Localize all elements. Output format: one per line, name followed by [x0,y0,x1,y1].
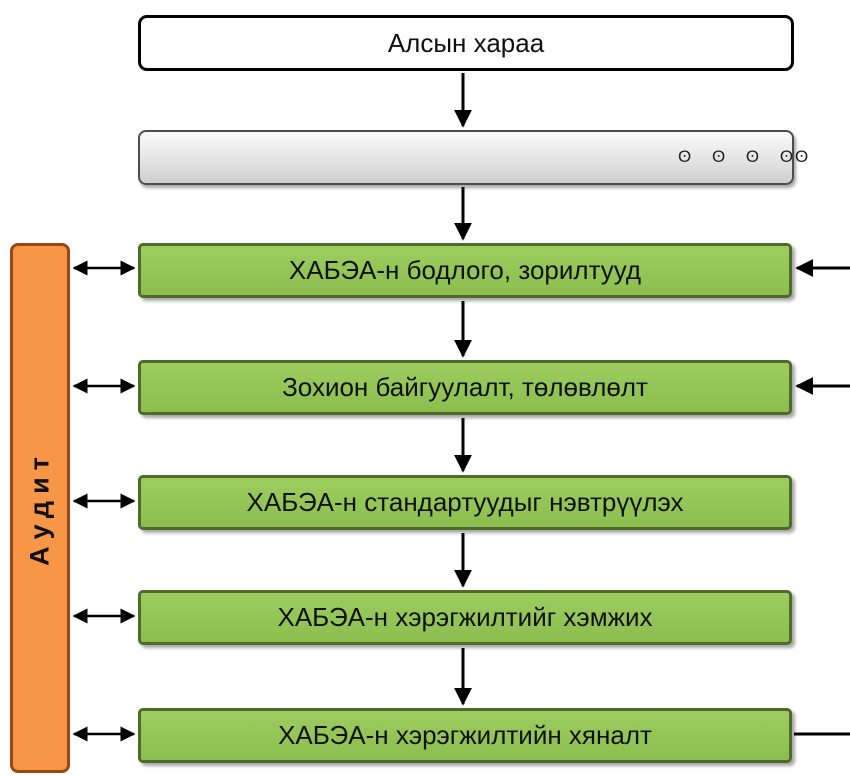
step-label-policy: ХАБЭА-н бодлого, зорилтууд [288,255,642,285]
step-label-standards: ХАБЭА-н стандартуудыг нэвтрүүлэх [246,487,684,517]
step-label-measure: ХАБЭА-н хэрэгжилтийг хэмжих [277,602,653,632]
vision-box: Алсын хараа [138,15,794,71]
step-box-review: ХАБЭА-н хэрэгжилтийн хяналт [138,708,792,763]
step-box-measure: ХАБЭА-н хэрэгжилтийг хэмжих [138,590,792,645]
step-box-standards: ХАБЭА-н стандартуудыг нэвтрүүлэх [138,475,792,530]
step-label-organization: Зохион байгуулалт, төлөвлөлт [282,372,648,402]
step-box-organization: Зохион байгуулалт, төлөвлөлт [138,360,792,415]
step-label-review: ХАБЭА-н хэрэгжилтийн хяналт [278,720,652,750]
audit-box: Аудит [10,243,70,773]
step-box-policy: ХАБЭА-н бодлого, зорилтууд [138,243,792,298]
banner-box [138,130,794,185]
vision-label: Алсын хараа [387,27,545,58]
banner-label: ʘ ʘ ʘ ʘʘ [678,147,811,166]
